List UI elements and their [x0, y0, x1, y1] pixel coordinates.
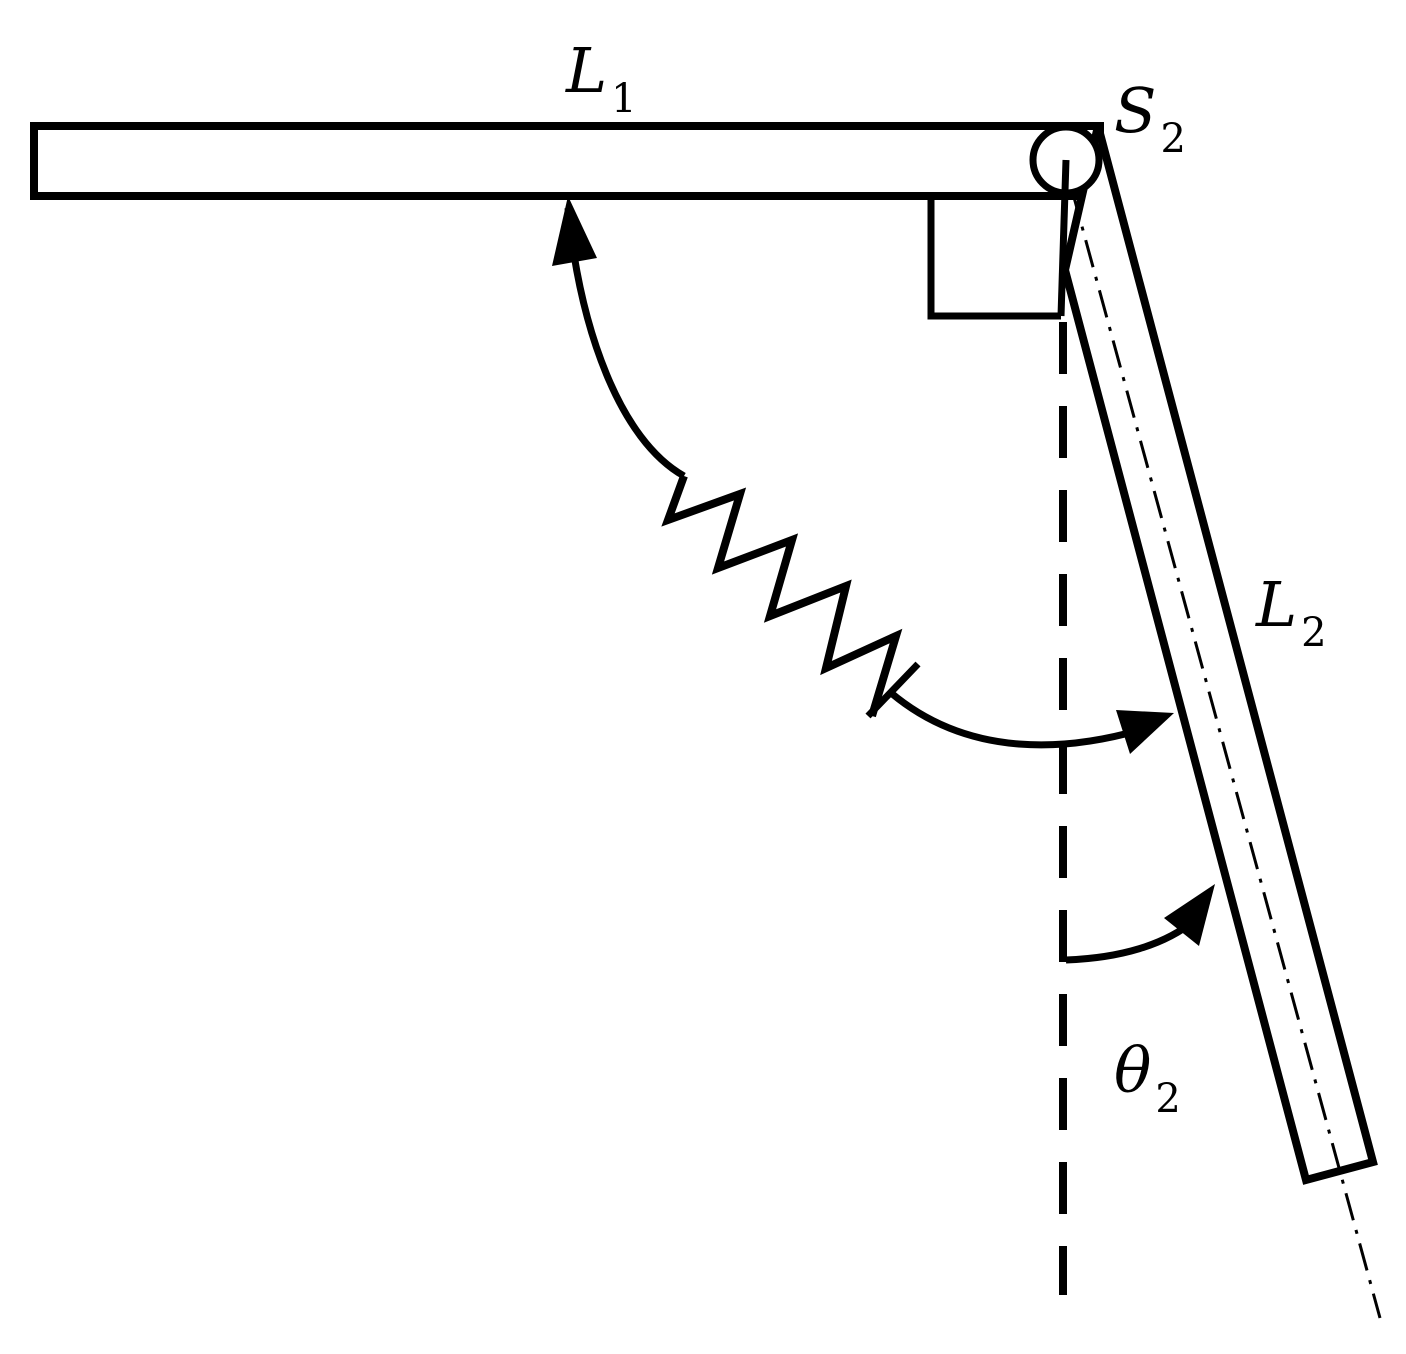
spring-arm-lower-arrow	[887, 689, 1141, 749]
label-l1-sub: 1	[611, 76, 637, 122]
label-l1-main: L	[566, 34, 608, 107]
spring-coil	[661, 474, 903, 718]
label-l2-main: L	[1256, 568, 1298, 641]
link-2-centerline	[1070, 189, 1382, 1319]
label-l2-sub: 2	[1301, 610, 1327, 656]
spring-arrowhead-up	[552, 196, 597, 266]
right-angle-marker	[927, 196, 1061, 320]
theta-2-arrowhead	[1164, 884, 1215, 946]
label-s2-main: S	[1114, 74, 1157, 147]
label-theta-2-main: θ	[1114, 1034, 1152, 1107]
vertical-reference-solid	[1057, 159, 1070, 317]
link-2-bar	[1060, 124, 1378, 1185]
spring-arrowhead-right	[1116, 710, 1174, 754]
label-theta-2-sub: 2	[1155, 1076, 1181, 1122]
label-s2-sub: 2	[1160, 116, 1186, 162]
link-1-bar	[30, 122, 1104, 200]
